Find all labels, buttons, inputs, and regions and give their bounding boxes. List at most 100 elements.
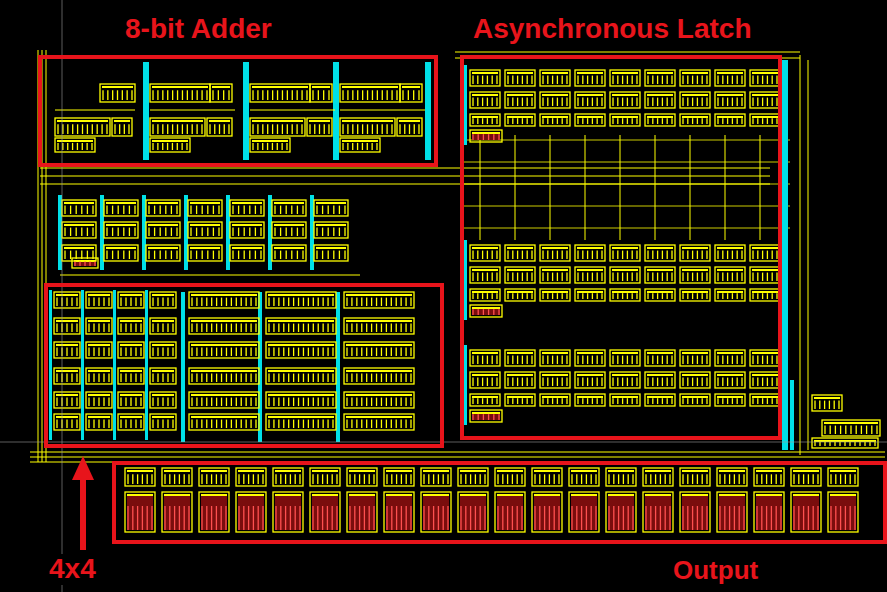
wire (250, 110, 335, 111)
standard-cell (505, 267, 535, 283)
wire (515, 135, 516, 240)
standard-cell (150, 292, 176, 308)
standard-cell (643, 492, 673, 532)
wire (30, 457, 885, 458)
standard-cell (610, 289, 640, 301)
standard-cell (54, 342, 80, 358)
standard-cell (55, 138, 95, 152)
standard-cell (610, 267, 640, 283)
standard-cell (125, 468, 155, 486)
standard-cell (575, 267, 605, 283)
standard-cell (750, 114, 780, 126)
standard-cell (680, 70, 710, 86)
standard-cell (750, 70, 780, 86)
standard-cell (189, 368, 259, 384)
standard-cell (575, 114, 605, 126)
standard-cell (569, 468, 599, 486)
standard-cell (575, 289, 605, 301)
label-holder: 8-bit Adder (122, 14, 275, 45)
standard-cell (575, 372, 605, 388)
standard-cell (118, 318, 144, 334)
wire (462, 228, 790, 229)
standard-cell (54, 414, 80, 430)
standard-cell (344, 292, 414, 308)
standard-cell (400, 84, 422, 102)
standard-cell (146, 245, 180, 261)
standard-cell (104, 222, 138, 238)
standard-cell (505, 70, 535, 86)
pointer-arrow (80, 478, 86, 550)
wire (480, 135, 481, 240)
standard-cell (540, 267, 570, 283)
standard-cell (610, 92, 640, 108)
power-rail (243, 62, 249, 160)
standard-cell (822, 420, 880, 436)
standard-cell (250, 118, 305, 136)
standard-cell (272, 222, 306, 238)
standard-cell (458, 492, 488, 532)
standard-cell (715, 70, 745, 86)
standard-cell (610, 394, 640, 406)
standard-cell (62, 222, 96, 238)
standard-cell (680, 245, 710, 261)
standard-cell (645, 394, 675, 406)
standard-cell (189, 342, 259, 358)
standard-cell (146, 200, 180, 216)
standard-cell (715, 114, 745, 126)
standard-cell (828, 492, 858, 532)
standard-cell (344, 318, 414, 334)
standard-cell (715, 289, 745, 301)
power-rail (425, 62, 431, 160)
standard-cell (717, 468, 747, 486)
standard-cell (812, 438, 878, 448)
standard-cell (470, 289, 500, 301)
standard-cell (310, 468, 340, 486)
standard-cell (112, 118, 132, 136)
standard-cell (55, 118, 110, 136)
standard-cell (150, 368, 176, 384)
standard-cell (272, 200, 306, 216)
standard-cell (397, 118, 422, 136)
standard-cell (645, 92, 675, 108)
standard-cell (118, 342, 144, 358)
power-rail (49, 290, 52, 440)
power-rail (181, 292, 185, 442)
standard-cell (272, 245, 306, 261)
standard-cell (310, 84, 332, 102)
standard-cell (715, 394, 745, 406)
standard-cell (188, 222, 222, 238)
standard-cell (470, 305, 502, 317)
standard-cell (347, 468, 377, 486)
wire (62, 0, 63, 592)
standard-cell (610, 70, 640, 86)
region-label: 4x4 (46, 554, 99, 585)
wire (800, 55, 801, 455)
standard-cell (680, 492, 710, 532)
standard-cell (150, 118, 205, 136)
standard-cell (266, 392, 336, 408)
power-rail (143, 62, 149, 160)
standard-cell (505, 92, 535, 108)
standard-cell (645, 114, 675, 126)
standard-cell (575, 92, 605, 108)
standard-cell (750, 92, 780, 108)
standard-cell (104, 200, 138, 216)
standard-cell (470, 410, 502, 422)
standard-cell (680, 114, 710, 126)
standard-cell (540, 70, 570, 86)
standard-cell (230, 222, 264, 238)
standard-cell (314, 245, 348, 261)
standard-cell (750, 394, 780, 406)
standard-cell (118, 414, 144, 430)
standard-cell (750, 245, 780, 261)
wire (462, 184, 790, 185)
label-holder: 4x4 (46, 554, 99, 585)
standard-cell (72, 258, 98, 268)
standard-cell (505, 394, 535, 406)
region-label: Output (670, 556, 761, 585)
standard-cell (750, 289, 780, 301)
standard-cell (250, 138, 290, 152)
standard-cell (189, 318, 259, 334)
standard-cell (54, 368, 80, 384)
standard-cell (645, 245, 675, 261)
